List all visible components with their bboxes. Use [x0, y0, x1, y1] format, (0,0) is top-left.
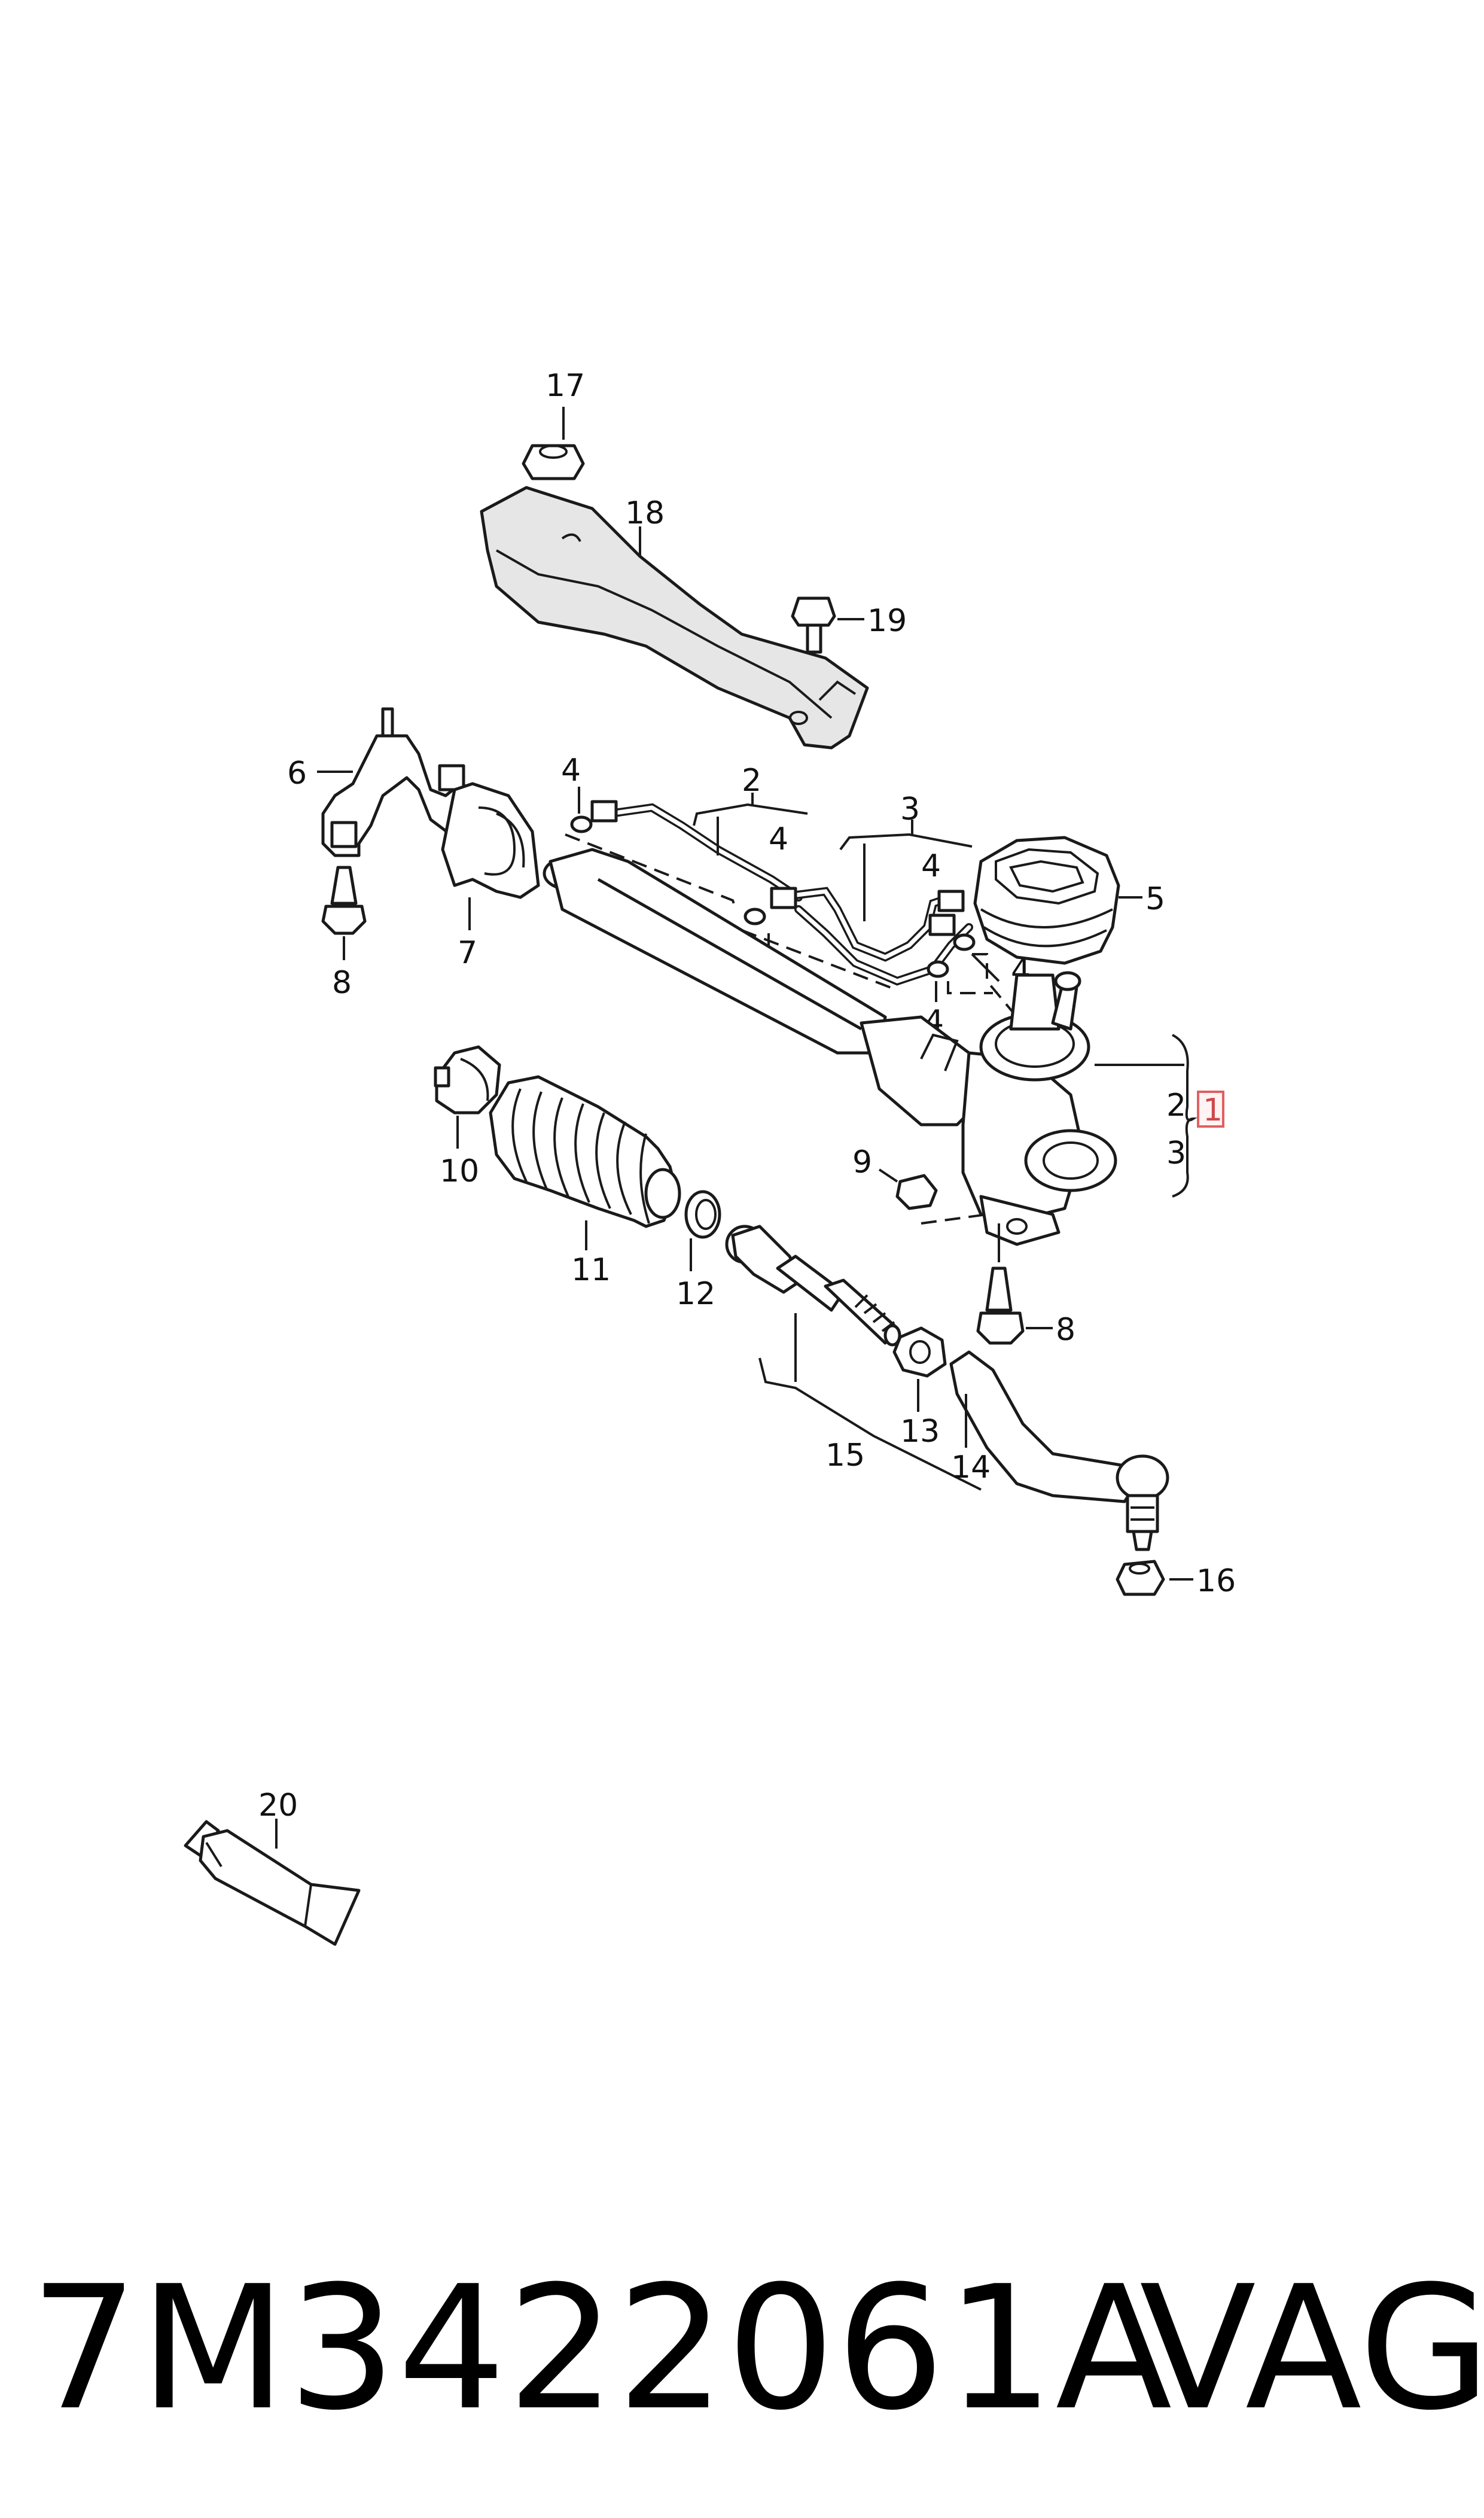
- callout-12: 12: [676, 1276, 715, 1312]
- part-13-nut: [892, 1326, 947, 1378]
- part-16-nut: [1116, 1560, 1165, 1596]
- callout-3-top: 3: [900, 791, 920, 827]
- callout-7: 7: [458, 935, 477, 971]
- callout-8-left: 8: [332, 965, 352, 1001]
- callout-15: 15: [825, 1438, 865, 1473]
- callout-6: 6: [287, 756, 307, 791]
- callout-13: 13: [900, 1414, 940, 1450]
- part-4-washers: [570, 815, 976, 978]
- part-9-nut: [895, 1174, 938, 1210]
- callout-20: 20: [258, 1788, 298, 1823]
- part-11-bellows: [489, 1075, 681, 1228]
- callout-1[interactable]: 1: [1203, 1092, 1223, 1128]
- callout-4-e: 4: [769, 821, 788, 857]
- callout-17: 17: [546, 368, 585, 404]
- callout-19: 19: [867, 603, 907, 639]
- callout-9: 9: [852, 1144, 872, 1180]
- callout-2-top: 2: [742, 763, 761, 799]
- brand-label: VAG: [1139, 2249, 1484, 2448]
- callout-16: 16: [1196, 1563, 1236, 1599]
- callout-5: 5: [1145, 881, 1165, 917]
- callout-14: 14: [951, 1450, 991, 1485]
- part-8-screw-left: [321, 866, 367, 935]
- part-8-screw-right: [976, 1266, 1025, 1345]
- hydraulic-pipes: [590, 800, 973, 986]
- part-19-bolt: [791, 596, 836, 654]
- part-14-tie-rod-end: [949, 1350, 1169, 1551]
- part-1-steering-rack: [543, 848, 1117, 1246]
- callout-4-a: 4: [561, 753, 581, 788]
- part-6-bracket: [321, 707, 474, 857]
- part-5-cover: [973, 836, 1120, 965]
- part-12-clip: [684, 1190, 721, 1239]
- callout-10: 10: [440, 1153, 479, 1189]
- callout-18: 18: [625, 495, 665, 531]
- part-7-bushing: [441, 782, 540, 899]
- callout-11: 11: [571, 1252, 611, 1288]
- callout-3-right: 3: [1166, 1135, 1186, 1171]
- callout-4-f: 4: [921, 848, 941, 884]
- part-number: 7M3422061A: [30, 2249, 1174, 2448]
- callout-2-right: 2: [1166, 1088, 1186, 1123]
- part-10-clamp: [434, 1045, 501, 1115]
- part-17-nut: [522, 444, 585, 480]
- callout-8-right: 8: [1056, 1312, 1075, 1348]
- part-15-tie-rod: [725, 1225, 901, 1347]
- highlight-box-1[interactable]: [1197, 1091, 1224, 1128]
- part-20-grease-tube: [184, 1820, 361, 1946]
